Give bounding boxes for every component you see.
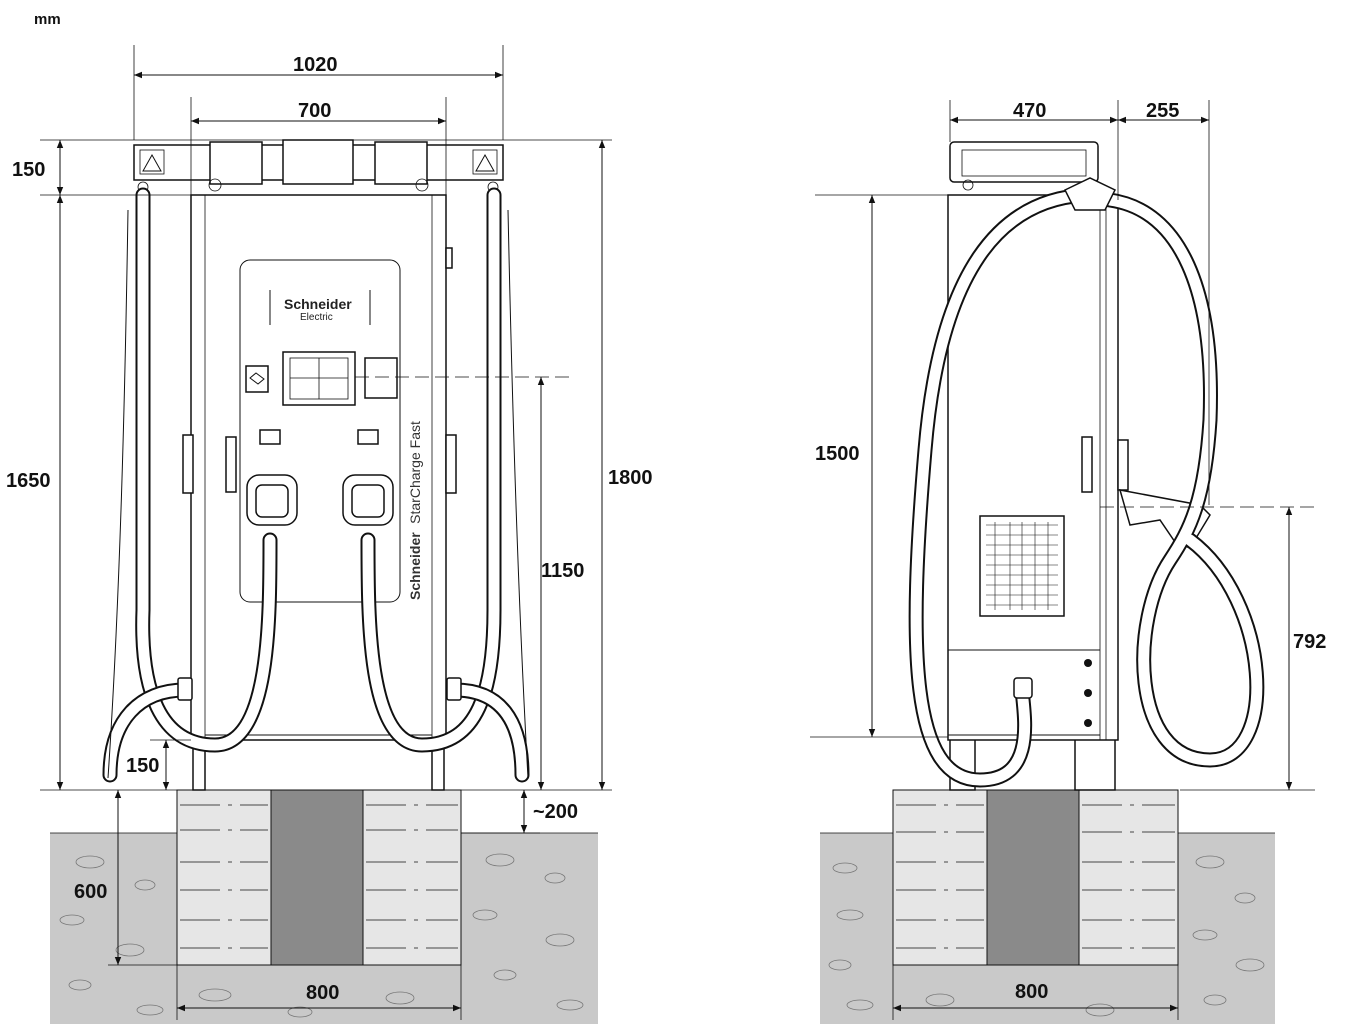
warning-icon [472,149,498,175]
logo-electric: Electric [300,312,333,323]
front-foundation [50,789,598,1024]
dim-base-clearance: 150 [126,755,159,777]
dim-holster-height: 792 [1293,631,1326,653]
dim-overall-height: 1800 [608,467,653,489]
front-charger: Schneider Electric Schneider StarCharge … [102,139,530,791]
gravel-side [828,855,1265,1017]
side-foundation [820,789,1275,1024]
side-dimensions: 470 255 1500 792 800 [810,100,1326,1020]
dim-overall-width: 1020 [293,54,338,76]
dim-top-box-height: 150 [12,159,45,181]
unit-label: mm [34,11,61,28]
dim-side-body-height: 1500 [815,443,860,465]
dim-depth: 470 [1013,100,1046,122]
vent-grid [986,522,1058,610]
dim-body-height: 1650 [6,470,51,492]
dim-body-width: 700 [298,100,331,122]
warning-icon [139,149,165,175]
front-dimensions: 1020 700 150 1650 1800 1150 150 ~200 6 [6,45,653,1020]
dim-hose-overhang: 255 [1146,100,1179,122]
card-reader [364,357,398,399]
gravel-front [59,853,584,1018]
rfid-icon [245,365,269,393]
dim-foundation-depth: 600 [74,881,107,903]
dim-display-height: 1150 [541,560,584,582]
dim-foundation-width-side: 800 [1015,981,1048,1003]
conduit-side [986,789,1080,966]
dim-foundation-width-front: 800 [306,982,339,1004]
side-charger [908,141,1265,791]
dim-foundation-offset: ~200 [533,801,578,823]
conduit-front [270,789,364,966]
product-label: Schneider StarCharge Fast [407,421,424,600]
logo-schneider: Schneider [284,296,352,312]
top-unit-side [949,141,1099,183]
